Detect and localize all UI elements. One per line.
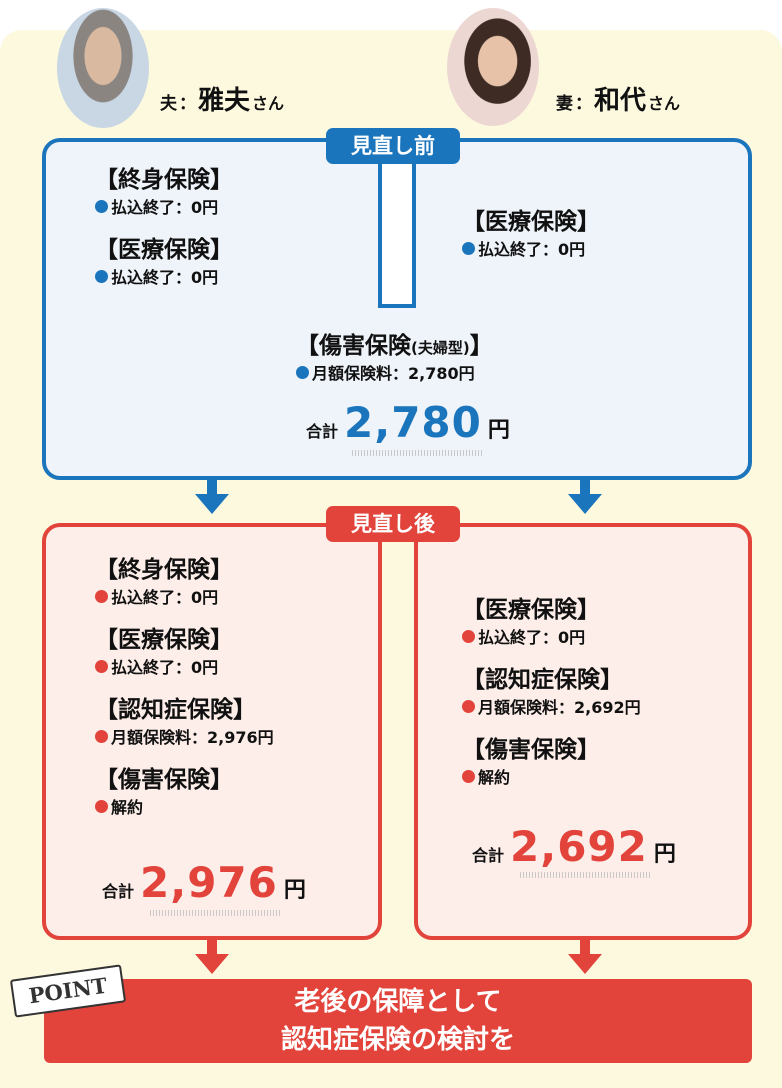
before-total: 合計 2,780 円	[306, 398, 510, 447]
bullet-icon	[296, 365, 309, 379]
point-line-2: 認知症保険の検討を	[280, 1025, 515, 1055]
down-arrow-icon	[195, 494, 229, 514]
detail-text: 払込終了：0円	[111, 588, 219, 607]
underline	[150, 910, 280, 916]
total-unit: 円	[653, 842, 676, 867]
before-husband-items: 【終身保険】 払込終了：0円 【医療保険】 払込終了：0円	[95, 160, 233, 288]
total-unit: 円	[487, 418, 510, 443]
bullet-icon	[462, 699, 475, 713]
detail-text: 払込終了：0円	[111, 198, 219, 217]
item-heading: 【認知症保険】	[462, 667, 623, 693]
down-arrow-icon	[195, 954, 229, 974]
husband-photo	[57, 8, 149, 128]
detail-text: 払込終了：0円	[111, 268, 219, 287]
point-banner: 老後の保障として 認知症保険の検討を	[44, 979, 752, 1063]
detail-text: 解約	[111, 798, 144, 817]
heading-text: 【傷害保険	[296, 333, 411, 359]
item-detail: 払込終了：0円	[95, 654, 274, 678]
after-wife-box	[414, 523, 752, 940]
total-label: 合計	[472, 846, 505, 865]
item-heading: 【傷害保険(夫婦型)】	[296, 326, 493, 360]
total-value: 2,692	[510, 822, 648, 871]
before-shared-item: 【傷害保険(夫婦型)】 月額保険料：2,780円	[296, 326, 493, 384]
item-detail: 解約	[95, 794, 274, 818]
item-heading: 【終身保険】	[95, 557, 233, 583]
item-heading: 【医療保険】	[462, 209, 600, 235]
detail-text: 払込終了：0円	[478, 628, 586, 647]
total-label: 合計	[306, 422, 339, 441]
item-heading: 【医療保険】	[462, 597, 600, 623]
item-detail: 月額保険料：2,780円	[296, 360, 493, 384]
before-label: 見直し前	[326, 128, 460, 164]
detail-text: 払込終了：0円	[111, 658, 219, 677]
item-detail: 払込終了：0円	[462, 624, 641, 648]
after-husband-items: 【終身保険】 払込終了：0円 【医療保険】 払込終了：0円 【認知症保険】 月額…	[95, 550, 274, 818]
wife-first-name: 和代	[594, 86, 647, 116]
wife-role: 妻	[556, 94, 573, 114]
total-label: 合計	[102, 882, 135, 901]
item-detail: 月額保険料：2,976円	[95, 724, 274, 748]
detail-text: 月額保険料：2,976円	[111, 728, 274, 747]
bullet-icon	[95, 269, 108, 283]
total-unit: 円	[283, 878, 306, 903]
item-detail: 払込終了：0円	[95, 264, 233, 288]
wife-name: 妻：和代さん	[556, 80, 680, 117]
item-heading: 【医療保険】	[95, 627, 233, 653]
bullet-icon	[95, 199, 108, 213]
point-line-1: 老後の保障として	[294, 987, 502, 1017]
item-detail: 払込終了：0円	[462, 236, 600, 260]
husband-role: 夫	[160, 94, 177, 114]
bullet-icon	[95, 799, 108, 813]
before-wife-items: 【医療保険】 払込終了：0円	[462, 202, 600, 260]
down-arrow-icon	[568, 494, 602, 514]
item-heading: 【傷害保険】	[462, 737, 600, 763]
heading-note: (夫婦型)	[411, 339, 470, 357]
item-detail: 払込終了：0円	[95, 194, 233, 218]
bullet-icon	[95, 729, 108, 743]
underline	[352, 450, 482, 456]
heading-end: 】	[469, 333, 493, 359]
husband-first-name: 雅夫	[198, 86, 251, 116]
detail-text: 解約	[478, 768, 511, 787]
underline	[520, 872, 650, 878]
husband-name: 夫：雅夫さん	[160, 80, 284, 117]
after-husband-total: 合計 2,976 円	[102, 858, 306, 907]
honorific: さん	[252, 94, 285, 113]
detail-text: 月額保険料：2,692円	[478, 698, 641, 717]
item-heading: 【終身保険】	[95, 167, 233, 193]
bullet-icon	[462, 241, 475, 255]
after-wife-total: 合計 2,692 円	[472, 822, 676, 871]
total-value: 2,976	[140, 858, 278, 907]
arrow-stem	[580, 478, 590, 494]
arrow-stem	[580, 938, 590, 954]
total-value: 2,780	[344, 398, 482, 447]
divider	[378, 160, 416, 308]
down-arrow-icon	[568, 954, 602, 974]
bullet-icon	[462, 769, 475, 783]
wife-photo	[447, 8, 539, 126]
bullet-icon	[95, 589, 108, 603]
bullet-icon	[95, 659, 108, 673]
item-heading: 【傷害保険】	[95, 767, 233, 793]
item-detail: 払込終了：0円	[95, 584, 274, 608]
detail-text: 月額保険料：2,780円	[312, 364, 475, 383]
honorific: さん	[648, 94, 681, 113]
arrow-stem	[207, 478, 217, 494]
item-detail: 月額保険料：2,692円	[462, 694, 641, 718]
item-heading: 【認知症保険】	[95, 697, 256, 723]
after-wife-items: 【医療保険】 払込終了：0円 【認知症保険】 月額保険料：2,692円 【傷害保…	[462, 590, 641, 788]
detail-text: 払込終了：0円	[478, 240, 586, 259]
item-heading: 【医療保険】	[95, 237, 233, 263]
after-label: 見直し後	[326, 506, 460, 542]
bullet-icon	[462, 629, 475, 643]
item-detail: 解約	[462, 764, 641, 788]
separator: ：	[179, 94, 196, 114]
separator: ：	[575, 94, 592, 114]
arrow-stem	[207, 938, 217, 954]
